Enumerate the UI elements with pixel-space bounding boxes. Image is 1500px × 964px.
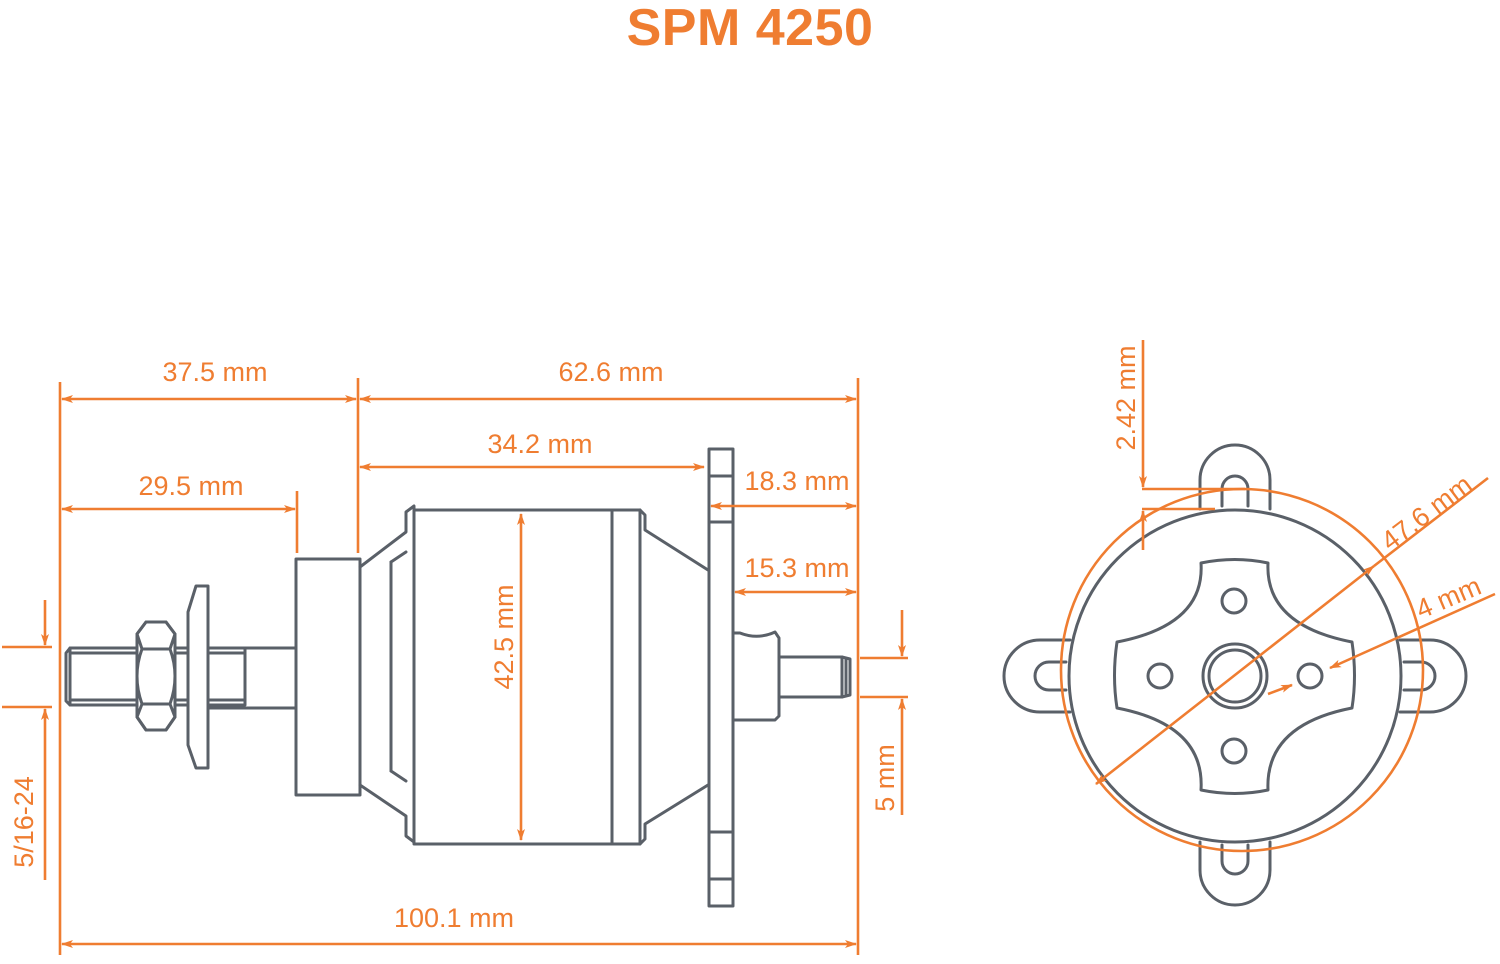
dim-2-42: 2.42 mm [1111,345,1141,450]
mount-tab-top [1198,443,1272,511]
dim-18-3: 18.3 mm [744,466,849,496]
diagram-title: SPM 4250 [626,0,874,57]
dim-29-5: 29.5 mm [138,471,243,501]
dim-100-1: 100.1 mm [394,903,514,933]
mount-tab-bottom [1198,840,1272,907]
firewall-mount [707,447,735,908]
hex-nut [135,620,177,732]
dim-37-5: 37.5 mm [162,357,267,387]
dim-thread: 5/16-24 [9,776,39,868]
dim-62-6: 62.6 mm [558,357,663,387]
can-band [610,508,642,846]
mount-tab-left [1002,638,1072,714]
dim-5mm: 5 mm [870,744,900,812]
dim-4mm: 4 mm [1412,571,1486,625]
front-bell [358,504,416,844]
washer [186,584,210,770]
side-view-dimensions: 37.5 mm 62.6 mm 34.2 mm 29.5 mm 18.3 mm … [2,357,908,955]
dim-47-6: 47.6 mm [1376,469,1478,556]
rear-boss [731,630,781,722]
prop-adapter-hub [294,557,362,797]
mount-tab-right [1398,638,1468,714]
rear-shaft [777,655,844,699]
rear-bell [638,508,710,846]
side-view-motor [64,447,852,908]
dim-34-2: 34.2 mm [487,429,592,459]
dim-15-3: 15.3 mm [744,553,849,583]
dim-42-5: 42.5 mm [489,584,519,689]
